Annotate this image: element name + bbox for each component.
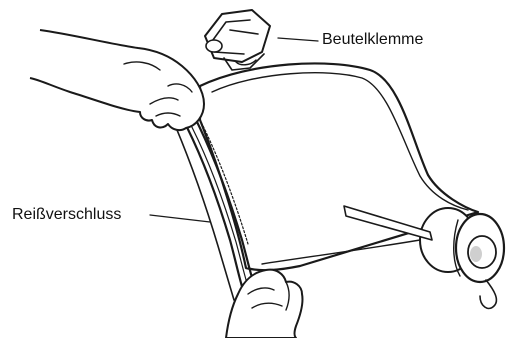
bag-collar bbox=[420, 208, 504, 308]
bag-clip bbox=[205, 10, 270, 70]
zipper-label: Reißverschluss bbox=[12, 207, 121, 223]
bag-clip-label: Beutelklemme bbox=[322, 32, 423, 48]
lower-hand bbox=[226, 270, 303, 338]
zipper-leader-line bbox=[150, 215, 210, 222]
upper-hand bbox=[30, 30, 204, 130]
clip-leader-line bbox=[278, 38, 318, 41]
